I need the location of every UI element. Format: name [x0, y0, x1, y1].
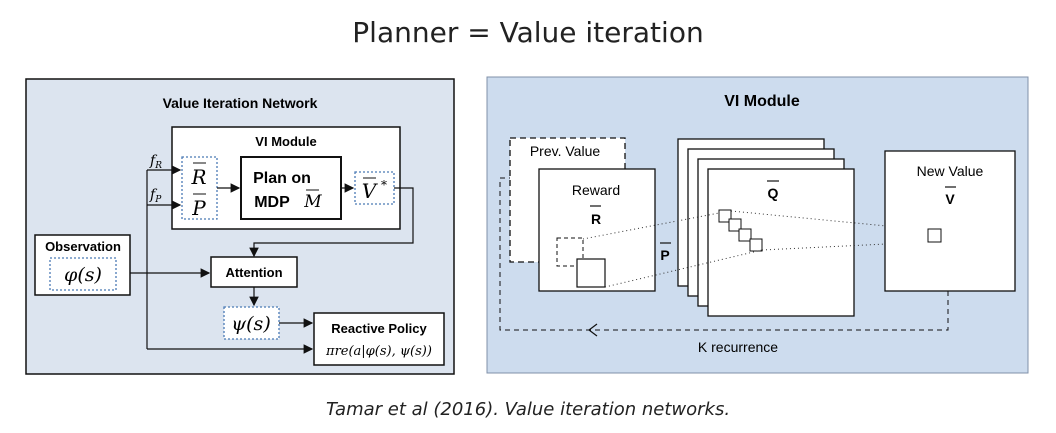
q-cell-2: [728, 218, 742, 232]
recurrence-label: K recurrence: [698, 339, 778, 355]
reward-cell: [576, 258, 606, 288]
q-stack-front: [707, 168, 855, 317]
vi-module-label: VI Module: [255, 134, 316, 149]
q-cell-4: [749, 238, 763, 252]
q-cell-3: [738, 228, 752, 242]
reward-symbol: R: [591, 211, 601, 227]
f-p-label: fP: [149, 187, 162, 205]
psi-symbol: ψ(s): [231, 313, 270, 335]
prev-value-label: Prev. Value: [530, 143, 601, 159]
plan-line1: Plan on: [253, 170, 311, 187]
new-value-cell: [927, 228, 942, 243]
new-value-box: [884, 150, 1016, 292]
attention-box: [210, 256, 298, 288]
v-symbol: V: [945, 191, 955, 207]
r-bar-symbol: R: [190, 165, 206, 189]
page-title: Planner = Value iteration: [352, 16, 704, 49]
f-r-label: fR: [149, 153, 162, 171]
p-symbol: P: [660, 247, 669, 263]
q-cell-1: [718, 209, 732, 223]
phi-symbol: φ(s): [64, 264, 102, 286]
m-bar-symbol: M: [303, 192, 322, 212]
v-star-symbol: V: [362, 179, 379, 203]
q-symbol: Q: [768, 185, 779, 201]
prev-cell: [556, 237, 584, 267]
policy-formula: πre(a|φ(s), ψ(s)): [325, 344, 432, 359]
observation-label: Observation: [45, 239, 121, 254]
k-recurrence-loop: [499, 177, 949, 331]
p-bar-symbol: P: [191, 196, 206, 220]
recurrence-arrowhead: [588, 323, 598, 337]
reactive-policy-label: Reactive Policy: [331, 321, 427, 336]
phi-box: [49, 257, 117, 291]
attention-label: Attention: [225, 265, 282, 280]
citation-caption: Tamar et al (2016). Value iteration netw…: [325, 399, 731, 420]
v-star-sup: *: [381, 178, 387, 192]
new-value-label: New Value: [917, 163, 984, 179]
v-star-box: [354, 171, 395, 205]
psi-box: [223, 306, 280, 340]
plan-on-mdp-box: [240, 156, 342, 220]
right-panel-heading: VI Module: [724, 93, 800, 110]
left-panel-heading: Value Iteration Network: [163, 95, 318, 111]
plan-line2: MDP: [254, 194, 290, 211]
reactive-policy-box: [313, 312, 445, 366]
reward-label: Reward: [572, 182, 620, 198]
